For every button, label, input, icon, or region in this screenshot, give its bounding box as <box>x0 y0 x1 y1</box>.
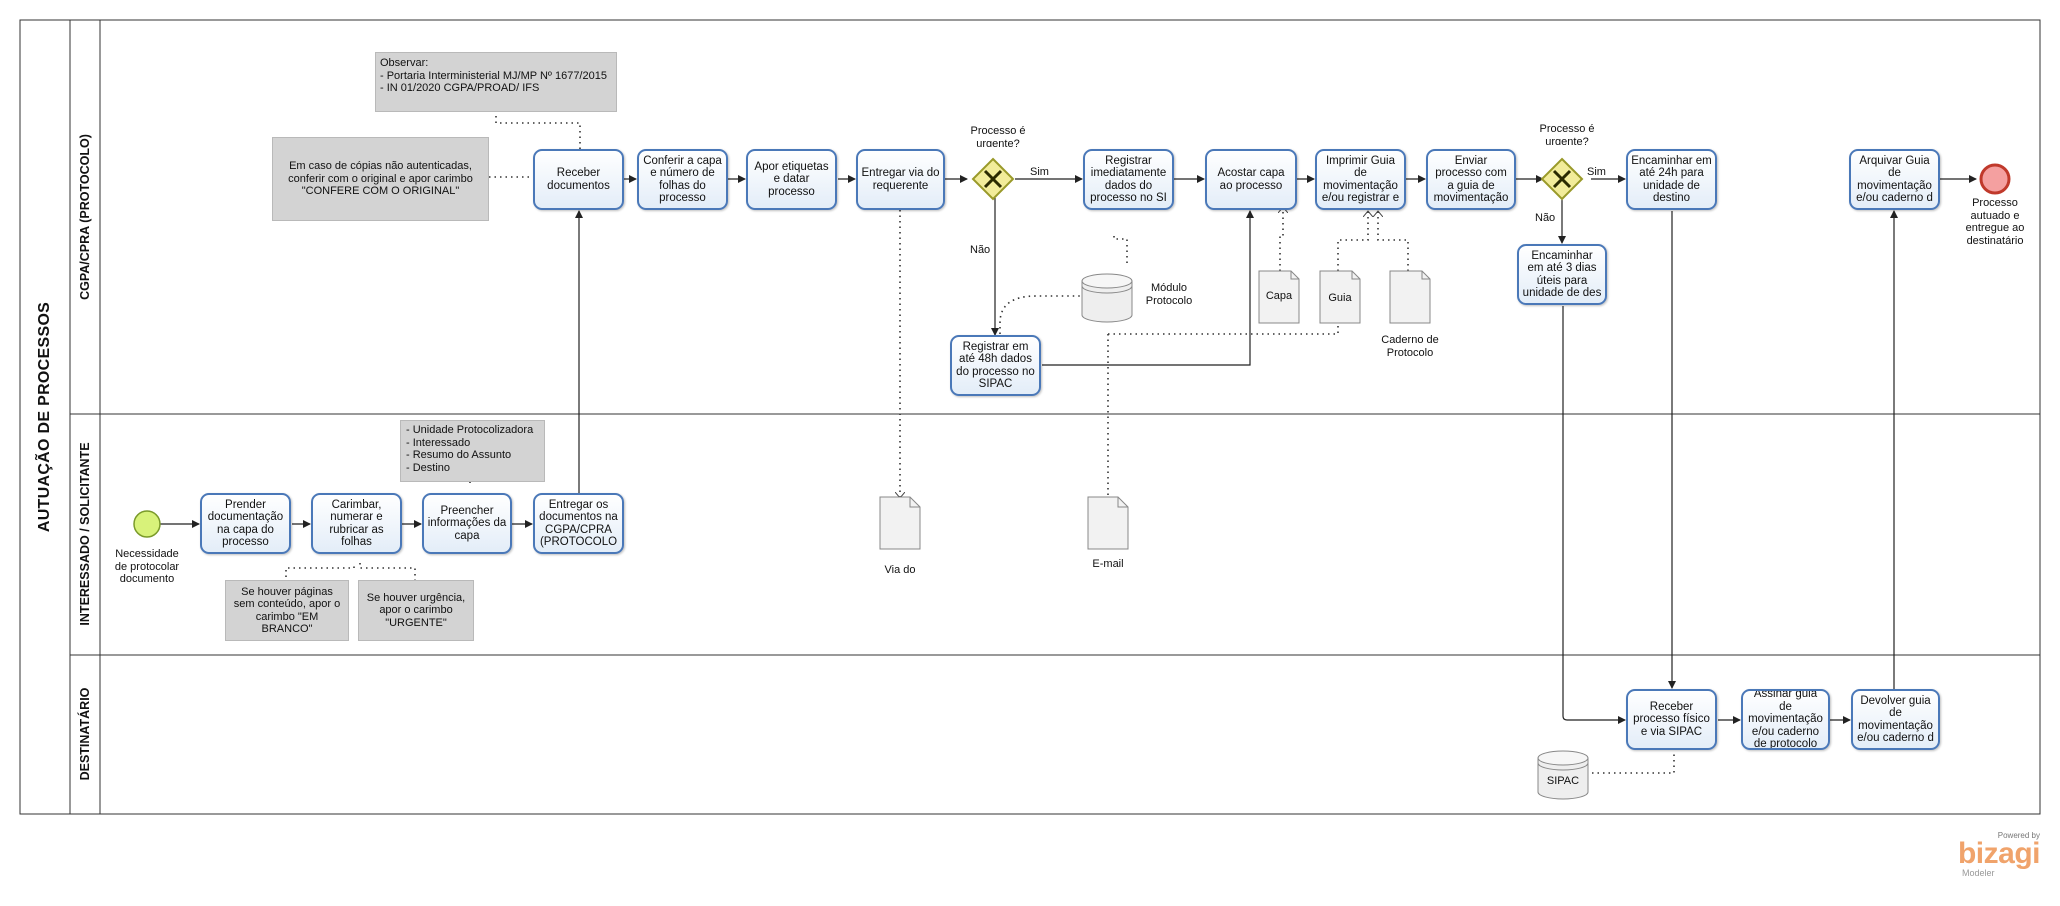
caderno-label: Caderno de Protocolo <box>1381 334 1439 356</box>
datastore-modulo-protocolo <box>1081 273 1133 323</box>
sequence-flows <box>160 175 1977 724</box>
gateway-1-nao-label: Não <box>970 244 991 256</box>
gateway-urgente-2[interactable] <box>1540 157 1584 201</box>
gateway-2-nao-label: Não <box>1535 212 1556 224</box>
task-encaminhar-24h[interactable]: Encaminhar em até 24h para unidade de de… <box>1626 149 1717 210</box>
end-event-label: Processo autuado e entregue ao destinatá… <box>1965 197 2025 247</box>
task-imprimir-guia[interactable]: Imprimir Guia de movimentação e/ou regis… <box>1315 149 1406 210</box>
annotation-em-branco: Se houver páginas sem conteúdo, apor o c… <box>225 580 349 641</box>
document-caderno <box>1389 270 1431 324</box>
task-enviar-processo[interactable]: Enviar processo com a guia de movimentaç… <box>1426 149 1516 210</box>
task-entregar-documentos[interactable]: Entregar os documentos na CGPA/CPRA (PRO… <box>533 493 624 554</box>
task-conferir-capa[interactable]: Conferir a capa e número de folhas do pr… <box>637 149 728 210</box>
capa-label: Capa <box>1265 290 1293 302</box>
sipac-label: SIPAC <box>1546 775 1580 787</box>
powered-by-text: Powered by <box>1997 831 2040 840</box>
task-entregar-via[interactable]: Entregar via do requerente <box>856 149 945 210</box>
task-carimbar[interactable]: Carimbar, numerar e rubricar as folhas <box>311 493 402 554</box>
task-assinar-guia[interactable]: Assinar guia de movimentação e/ou cadern… <box>1741 689 1830 750</box>
document-capa <box>1258 270 1300 324</box>
task-preencher[interactable]: Preencher informações da capa <box>422 493 512 554</box>
document-email <box>1087 496 1129 550</box>
pool-frame <box>19 19 2041 815</box>
gateway-1-sim-label: Sim <box>1030 166 1049 178</box>
email-label: E-mail <box>1092 558 1124 570</box>
annotation-urgente: Se houver urgência, apor o carimbo "URGE… <box>358 580 474 641</box>
document-guia <box>1319 270 1361 324</box>
task-prender-documentacao[interactable]: Prender documentação na capa do processo <box>200 493 291 554</box>
annotation-campos: - Unidade Protocolizadora - Interessado … <box>400 420 545 482</box>
task-receber-documentos[interactable]: Receber documentos <box>533 149 624 210</box>
via-do-label: Via do <box>884 564 916 576</box>
lane-title-cgpa: CGPA/CPRA (PROTOCOLO) <box>78 134 92 300</box>
task-registrar-imediatamente[interactable]: Registrar imediatamente dados do process… <box>1083 149 1174 210</box>
task-apor-etiquetas[interactable]: Apor etiquetas e datar processo <box>746 149 837 210</box>
task-acostar-capa[interactable]: Acostar capa ao processo <box>1205 149 1297 210</box>
gateway-urgente-1[interactable] <box>971 157 1015 201</box>
bizagi-logo: bizagi <box>1957 837 2041 870</box>
lane-title-interessado: INTERESSADO / SOLICITANTE <box>78 442 92 626</box>
pool-title: AUTUAÇÃO DE PROCESSOS <box>36 301 53 533</box>
start-event[interactable] <box>133 510 161 538</box>
guia-label: Guia <box>1328 292 1352 304</box>
gateway-1-label: Processo é urgente? <box>970 125 1026 147</box>
task-arquivar-guia[interactable]: Arquivar Guia de movimentação e/ou cader… <box>1849 149 1940 210</box>
modeler-text: Modeler <box>1961 868 1995 878</box>
annotation-copias: Em caso de cópias não autenticadas, conf… <box>272 137 489 221</box>
gateway-2-label: Processo é urgente? <box>1539 123 1595 145</box>
document-via-do <box>879 496 921 550</box>
start-event-label: Necessidade de protocolar documento <box>114 548 180 582</box>
bizagi-branding: Powered by bizagi Modeler <box>1957 831 2041 878</box>
task-receber-processo[interactable]: Receber processo físico e via SIPAC <box>1626 689 1717 750</box>
modulo-protocolo-label: Módulo Protocolo <box>1145 282 1193 307</box>
end-event[interactable] <box>1979 163 2011 195</box>
annotation-observar: Observar: - Portaria Interministerial MJ… <box>375 52 617 112</box>
lane-title-destinatario: DESTINATÁRIO <box>78 687 92 781</box>
datastore-sipac <box>1537 750 1589 800</box>
task-devolver-guia[interactable]: Devolver guia de movimentação e/ou cader… <box>1851 689 1940 750</box>
task-encaminhar-3-dias[interactable]: Encaminhar em até 3 dias úteis para unid… <box>1517 244 1607 305</box>
task-registrar-48h[interactable]: Registrar em até 48h dados do processo n… <box>950 335 1041 396</box>
gateway-2-sim-label: Sim <box>1587 166 1606 178</box>
